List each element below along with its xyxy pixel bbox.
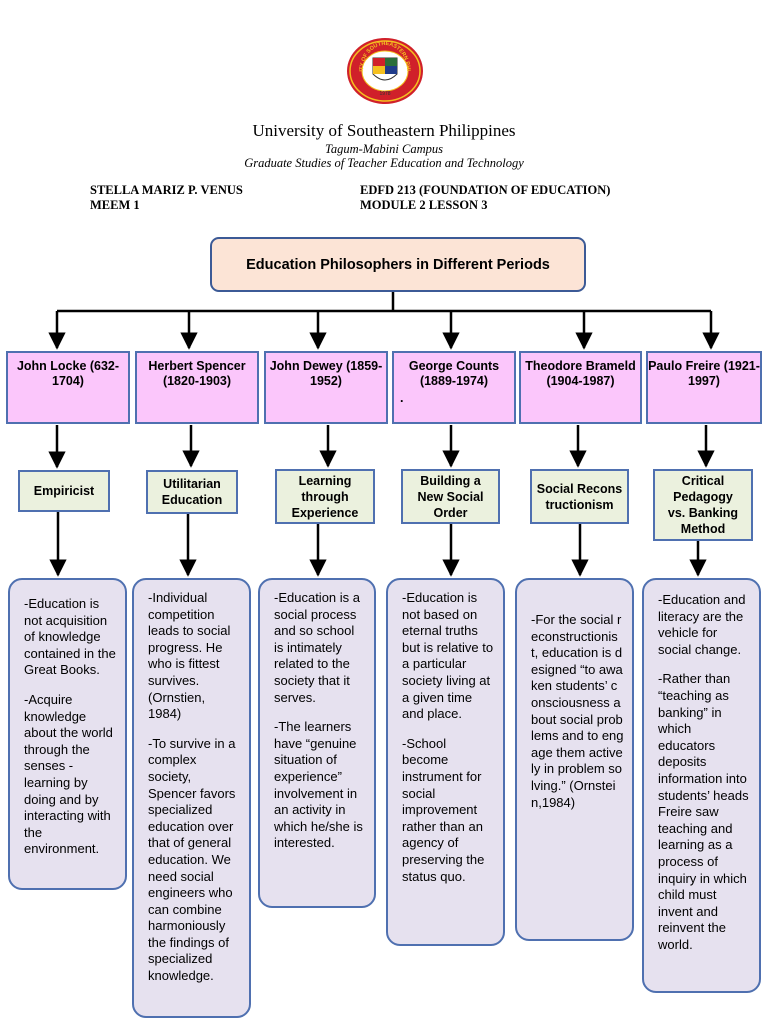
description-point: -For the social reconstructionist, educa…	[531, 612, 624, 810]
philosopher-box-counts: George Counts (1889-1974) .	[392, 351, 516, 424]
description-box-freire: -Education and literacy are the vehicle …	[642, 578, 761, 993]
concept-box-social-order: Building a New Social Order	[401, 469, 500, 524]
university-name: University of Southeastern Philippines	[252, 121, 516, 140]
concept-box-learning-experience: Learning through Experience	[275, 469, 375, 524]
student-info: STELLA MARIZ P. VENUS MEEM 1	[90, 183, 243, 213]
description-point: -To survive in a complex society, Spence…	[148, 735, 236, 984]
concept-label: Building a New Social Order	[417, 473, 484, 520]
concept-box-empiricist: Empiricist	[18, 470, 110, 512]
description-point: -Acquire knowledge about the world throu…	[24, 691, 113, 857]
philosopher-box-dewey: John Dewey (1859-1952)	[264, 351, 388, 424]
philosopher-name: Herbert Spencer (1820-1903)	[148, 359, 246, 388]
philosopher-name: John Locke (632-1704)	[16, 359, 120, 388]
module-lesson: MODULE 2 LESSON 3	[360, 198, 488, 212]
concept-label: Empiricist	[33, 484, 95, 498]
description-point: -Education is a social process and so sc…	[274, 590, 360, 705]
description-point: -Education is not acquisition of knowled…	[24, 596, 116, 678]
philosopher-extra-mark: .	[400, 391, 404, 405]
concept-box-reconstructionism: Social Reconstructionism	[530, 469, 629, 524]
philosopher-box-brameld: Theodore Brameld (1904-1987)	[519, 351, 642, 424]
philosopher-box-freire: Paulo Freire (1921-1997)	[646, 351, 762, 424]
description-point: -Individual competition leads to social …	[148, 590, 231, 722]
description-point: -Education is not based on eternal truth…	[402, 590, 494, 722]
university-seal-logo: UNIVERSITY OF SOUTHEASTERN PHILIPPINES 1…	[343, 36, 423, 104]
concept-label: Social Reconstructionism	[536, 481, 623, 512]
concept-box-utilitarian: Utilitarian Education	[146, 470, 238, 514]
philosopher-box-spencer: Herbert Spencer (1820-1903)	[135, 351, 259, 424]
concept-box-critical-pedagogy: Critical Pedagogy vs. Banking Method	[653, 469, 753, 541]
description-point: -School become instrument for social imp…	[402, 735, 485, 884]
course-code: EDFD 213 (FOUNDATION OF EDUCATION)	[360, 183, 611, 197]
description-point: -Education and literacy are the vehicle …	[658, 592, 746, 657]
graduate-studies: Graduate Studies of Teacher Education an…	[244, 156, 524, 170]
diagram-title: Education Philosophers in Different Peri…	[210, 237, 586, 292]
concept-label: Utilitarian Education	[161, 477, 223, 507]
description-box-spencer: -Individual competition leads to social …	[132, 578, 251, 1018]
program: MEEM 1	[90, 198, 140, 212]
philosopher-name: George Counts (1889-1974)	[408, 359, 500, 388]
student-name: STELLA MARIZ P. VENUS	[90, 183, 243, 197]
philosopher-box-locke: John Locke (632-1704)	[6, 351, 130, 424]
concept-label: Learning through Experience	[291, 473, 359, 520]
philosopher-name: Theodore Brameld (1904-1987)	[525, 359, 636, 388]
concept-label: Critical Pedagogy vs. Banking Method	[667, 474, 739, 536]
description-box-counts: -Education is not based on eternal truth…	[386, 578, 505, 946]
description-box-brameld: -For the social reconstructionist, educa…	[515, 578, 634, 941]
description-point: -Rather than “teaching as banking” in wh…	[658, 671, 749, 952]
description-box-dewey: -Education is a social process and so sc…	[258, 578, 376, 908]
description-point: -The learners have “genuine situation of…	[274, 719, 363, 851]
seal-year: 1978	[379, 91, 390, 97]
description-box-locke: -Education is not acquisition of knowled…	[8, 578, 127, 890]
philosopher-name: John Dewey (1859-1952)	[269, 359, 383, 388]
campus-name: Tagum-Mabini Campus	[325, 142, 443, 156]
course-info: EDFD 213 (FOUNDATION OF EDUCATION) MODUL…	[360, 183, 610, 213]
philosopher-name: Paulo Freire (1921-1997)	[648, 359, 760, 388]
